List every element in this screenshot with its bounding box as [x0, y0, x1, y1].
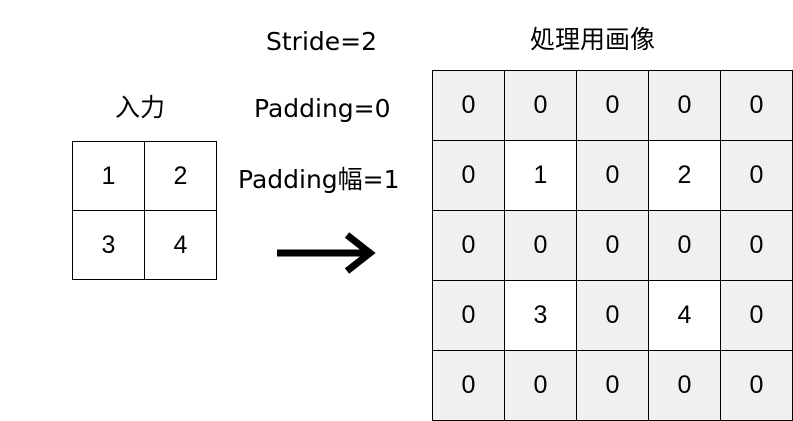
padding-cell: 0: [576, 210, 649, 281]
padding-cell: 0: [576, 140, 649, 211]
padding-cell: 0: [720, 70, 793, 141]
padding-cell: 0: [432, 280, 505, 351]
stride-label: Stride=2: [266, 27, 377, 56]
padding-width-label: Padding幅=1: [238, 165, 400, 194]
padding-cell: 0: [576, 350, 649, 421]
input-grid: 1 2 3 4: [72, 141, 217, 280]
padding-cell: 0: [432, 210, 505, 281]
padding-cell: 0: [432, 70, 505, 141]
padding-label: Padding=0: [254, 94, 391, 123]
data-cell: 3: [504, 280, 577, 351]
input-title: 入力: [115, 93, 166, 122]
padding-cell: 0: [720, 280, 793, 351]
arrow-right-icon: [277, 232, 376, 274]
input-row: 3 4: [72, 210, 217, 280]
padding-cell: 0: [648, 350, 721, 421]
padding-cell: 0: [648, 70, 721, 141]
data-cell: 2: [648, 140, 721, 211]
padding-cell: 0: [504, 350, 577, 421]
input-cell: 3: [72, 210, 145, 280]
padding-cell: 0: [648, 210, 721, 281]
padding-cell: 0: [504, 70, 577, 141]
padding-cell: 0: [576, 70, 649, 141]
input-row: 1 2: [72, 141, 217, 211]
output-title: 処理用画像: [530, 25, 656, 54]
padding-cell: 0: [720, 350, 793, 421]
padding-cell: 0: [576, 280, 649, 351]
data-cell: 4: [648, 280, 721, 351]
input-cell: 2: [144, 141, 217, 211]
data-cell: 1: [504, 140, 577, 211]
padding-cell: 0: [720, 210, 793, 281]
padding-cell: 0: [720, 140, 793, 211]
padding-cell: 0: [432, 350, 505, 421]
padding-cell: 0: [504, 210, 577, 281]
input-cell: 4: [144, 210, 217, 280]
input-cell: 1: [72, 141, 145, 211]
padding-cell: 0: [432, 140, 505, 211]
